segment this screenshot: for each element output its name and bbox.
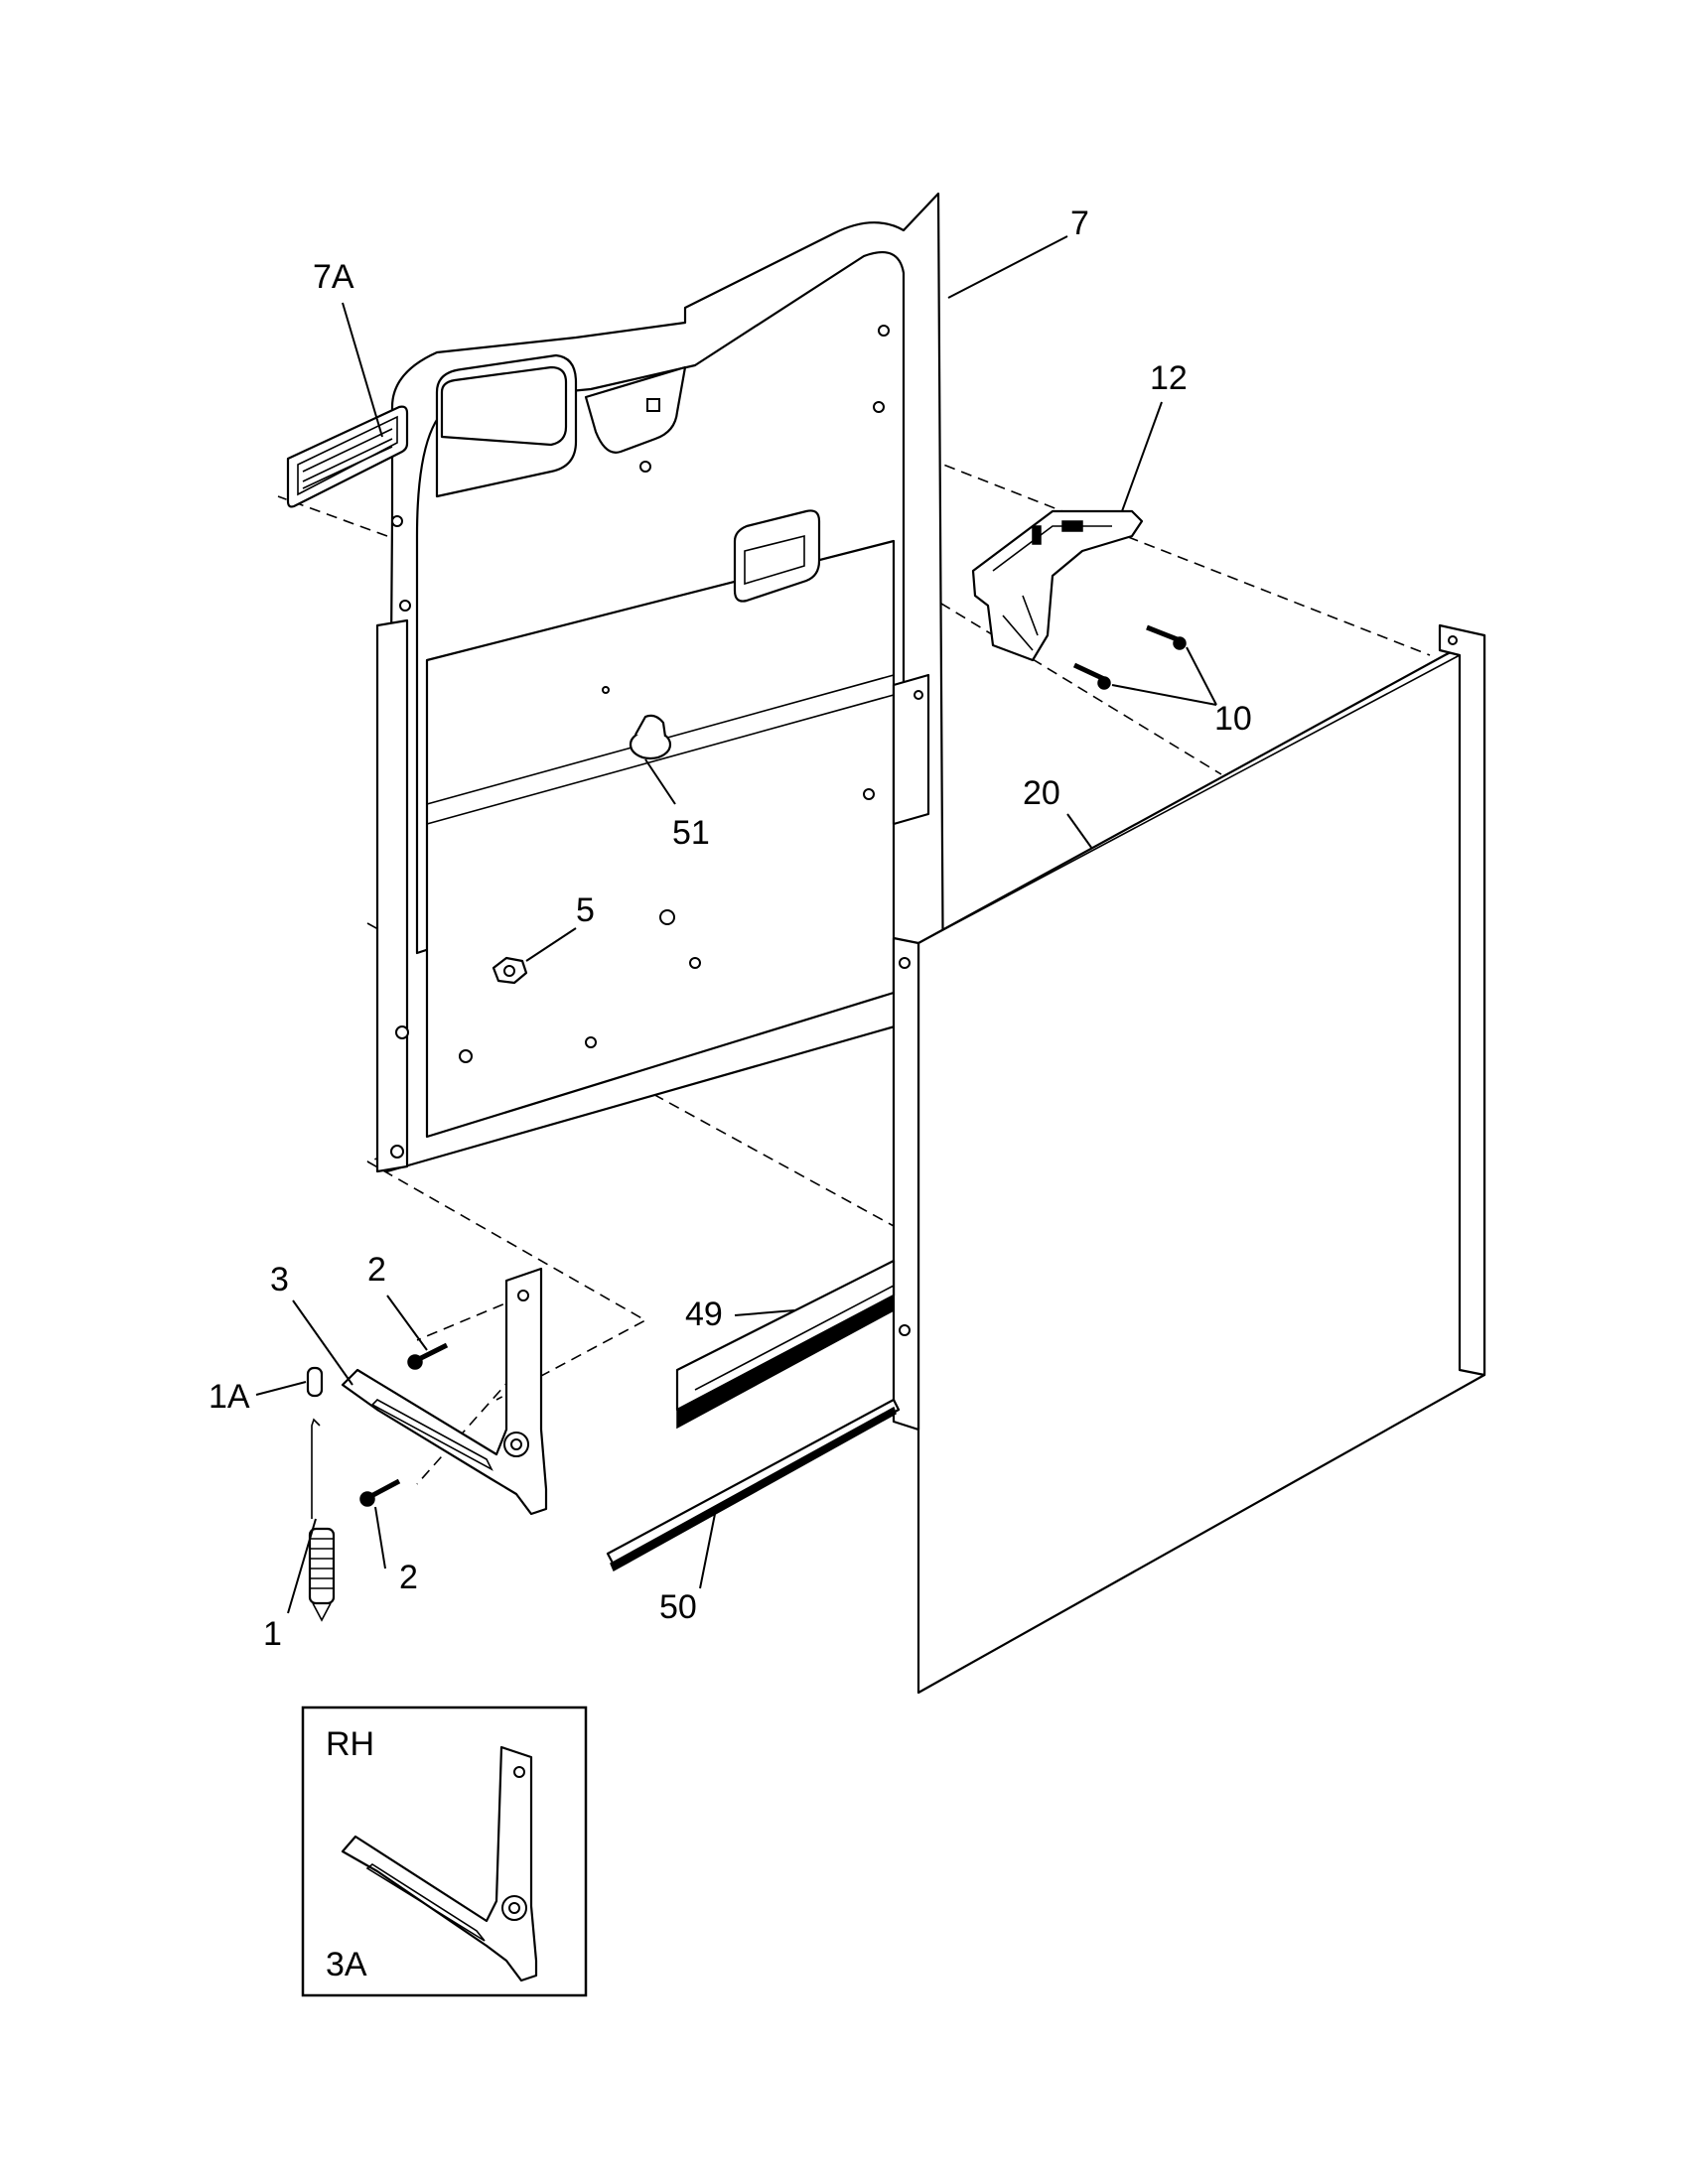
callout-50: 50 bbox=[659, 1588, 697, 1626]
door-clip bbox=[629, 714, 672, 760]
callout-1: 1 bbox=[263, 1615, 282, 1653]
door-spring bbox=[308, 1418, 336, 1622]
callout-10: 10 bbox=[1214, 700, 1252, 738]
callout-labels: 7 7A 12 10 20 51 5 3 2 2 1A 1 49 50 bbox=[209, 205, 1252, 1653]
callout-51: 51 bbox=[672, 814, 710, 852]
inset-label-rh: RH bbox=[326, 1725, 374, 1763]
callout-3: 3 bbox=[270, 1261, 289, 1298]
hinge-arm bbox=[341, 1267, 548, 1516]
leader-lines bbox=[255, 235, 1217, 1614]
rh-inset: RH 3A bbox=[301, 1706, 588, 1997]
vent-cover bbox=[286, 405, 409, 508]
callout-49: 49 bbox=[685, 1296, 723, 1333]
callout-2-upper: 2 bbox=[367, 1251, 386, 1289]
callout-7: 7 bbox=[1070, 205, 1089, 242]
latch-screws bbox=[1072, 624, 1187, 690]
hinge-screws bbox=[359, 1342, 449, 1507]
door-latch bbox=[971, 509, 1144, 662]
inset-label-3a: 3A bbox=[326, 1946, 367, 1983]
inner-door-frame bbox=[375, 192, 945, 1173]
callout-5: 5 bbox=[576, 891, 595, 929]
trim-strip-upper bbox=[675, 1259, 896, 1430]
callout-20: 20 bbox=[1023, 774, 1060, 812]
callout-7a: 7A bbox=[313, 258, 354, 296]
trim-strip-lower bbox=[606, 1398, 901, 1572]
callout-2-lower: 2 bbox=[399, 1559, 418, 1596]
callout-12: 12 bbox=[1150, 359, 1188, 397]
callout-1a: 1A bbox=[209, 1378, 250, 1416]
hex-nut bbox=[492, 956, 528, 985]
outer-door-panel bbox=[892, 623, 1486, 1695]
spring-pin bbox=[306, 1366, 324, 1398]
